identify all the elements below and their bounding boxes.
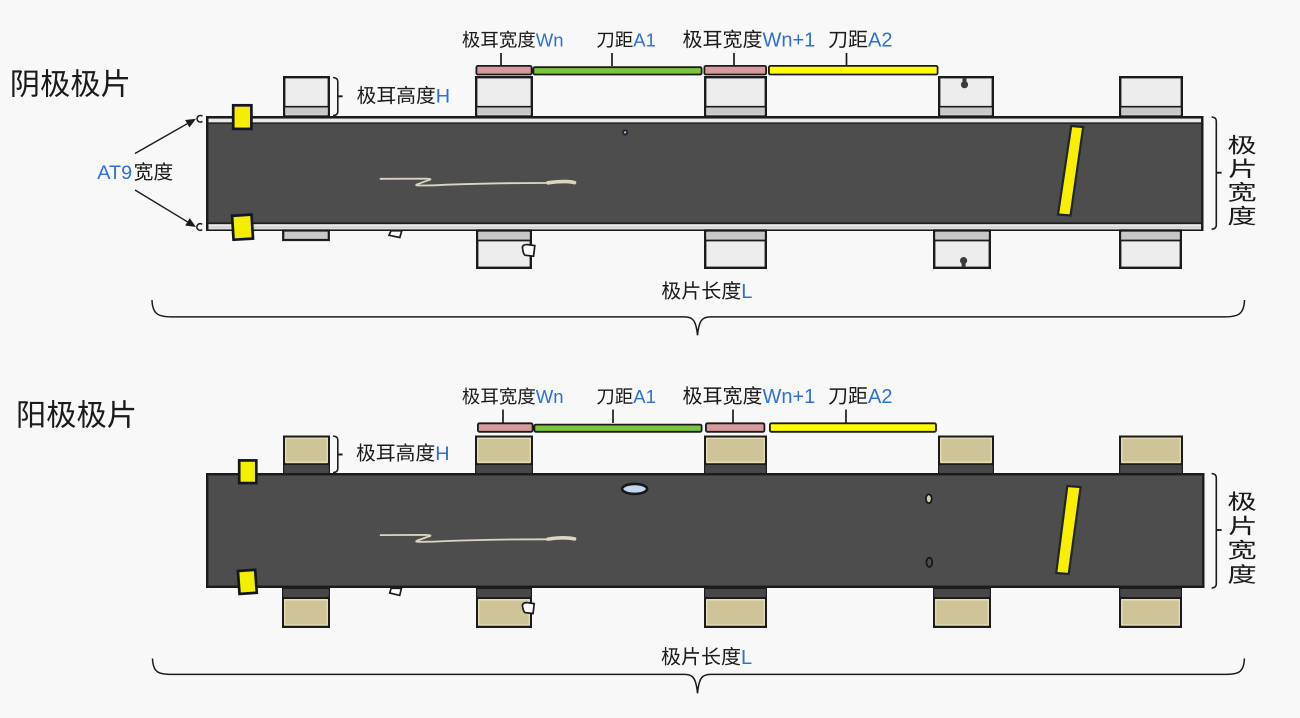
svg-text:Wn+1: Wn+1 (763, 30, 816, 52)
svg-text:Wn+1: Wn+1 (763, 386, 816, 408)
svg-text:H: H (436, 86, 450, 108)
svg-text:AT9: AT9 (97, 162, 132, 184)
svg-text:H: H (435, 443, 449, 465)
svg-text:Wn: Wn (536, 29, 564, 50)
svg-text:A2: A2 (868, 386, 892, 408)
svg-text:L: L (741, 281, 752, 303)
svg-text:Wn: Wn (536, 386, 564, 407)
svg-text:A1: A1 (633, 29, 656, 50)
svg-text:A1: A1 (633, 386, 656, 407)
svg-text:L: L (741, 647, 752, 669)
svg-text:A2: A2 (868, 30, 892, 52)
